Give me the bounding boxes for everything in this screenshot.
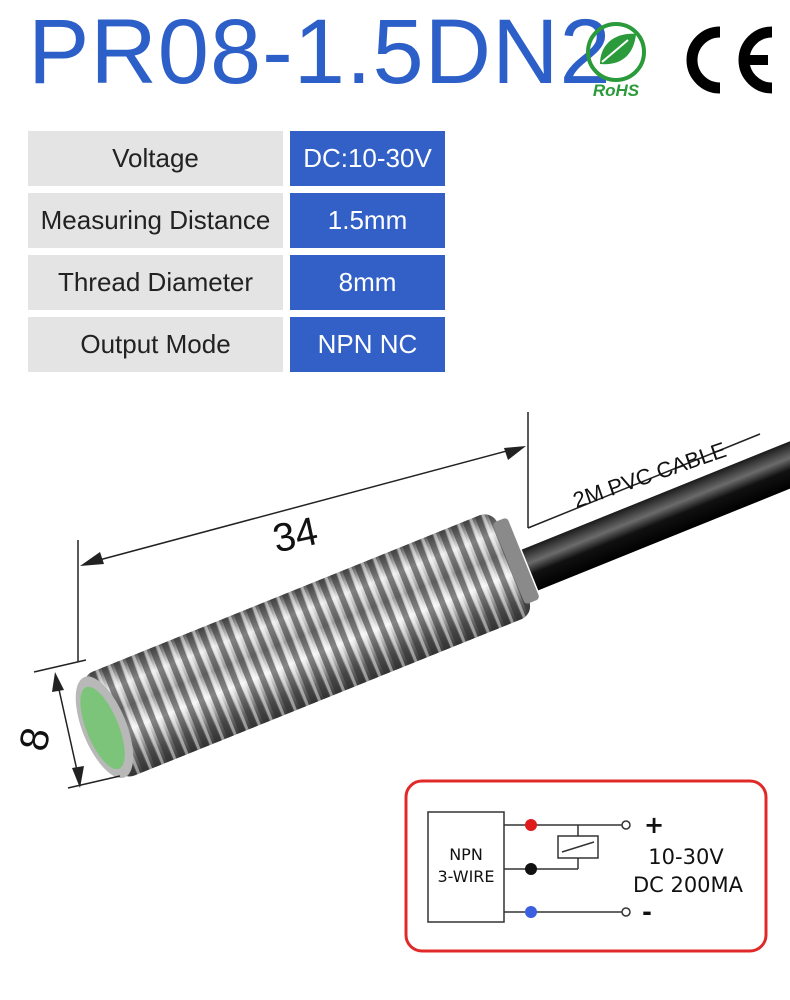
spec-value: NPN NC	[290, 317, 445, 372]
spec-value: 1.5mm	[290, 193, 445, 248]
spec-label: Output Mode	[28, 317, 283, 372]
spec-row-voltage: Voltage DC:10-30V	[28, 131, 445, 186]
npn-label: NPN	[449, 845, 483, 864]
wire-count-label: 3-WIRE	[437, 867, 494, 886]
sensor-face	[80, 686, 125, 770]
ce-mark-icon	[686, 26, 773, 94]
spec-label: Thread Diameter	[28, 255, 283, 310]
blue-terminal-icon	[525, 906, 537, 918]
product-title: PR08-1.5DN2	[28, 1, 612, 103]
black-terminal-icon	[525, 863, 537, 875]
length-label: 34	[269, 509, 322, 561]
pvc-cable	[521, 429, 790, 591]
spec-value: 8mm	[290, 255, 445, 310]
spec-value: DC:10-30V	[290, 131, 445, 186]
current-label: DC 200MA	[633, 873, 744, 897]
spec-label: Voltage	[28, 131, 283, 186]
red-terminal-icon	[525, 819, 537, 831]
wiring-diagram: NPN 3-WIRE + - 10-30V DC 200MA	[404, 779, 768, 953]
sensor-body	[75, 514, 539, 778]
relay-coil-icon	[557, 835, 599, 859]
plus-label: +	[644, 811, 664, 839]
minus-label: -	[642, 898, 652, 926]
rohs-text: RoHS	[593, 81, 640, 100]
diameter-label: 8	[11, 724, 59, 755]
voltage-label: 10-30V	[648, 845, 724, 869]
spec-row-measuring-distance: Measuring Distance 1.5mm	[28, 193, 445, 248]
spec-row-output-mode: Output Mode NPN NC	[28, 317, 445, 372]
spec-label: Measuring Distance	[28, 193, 283, 248]
cable-label: 2M PVC CABLE	[570, 437, 730, 513]
spec-row-thread-diameter: Thread Diameter 8mm	[28, 255, 445, 310]
rohs-badge-icon: RoHS	[586, 22, 646, 100]
